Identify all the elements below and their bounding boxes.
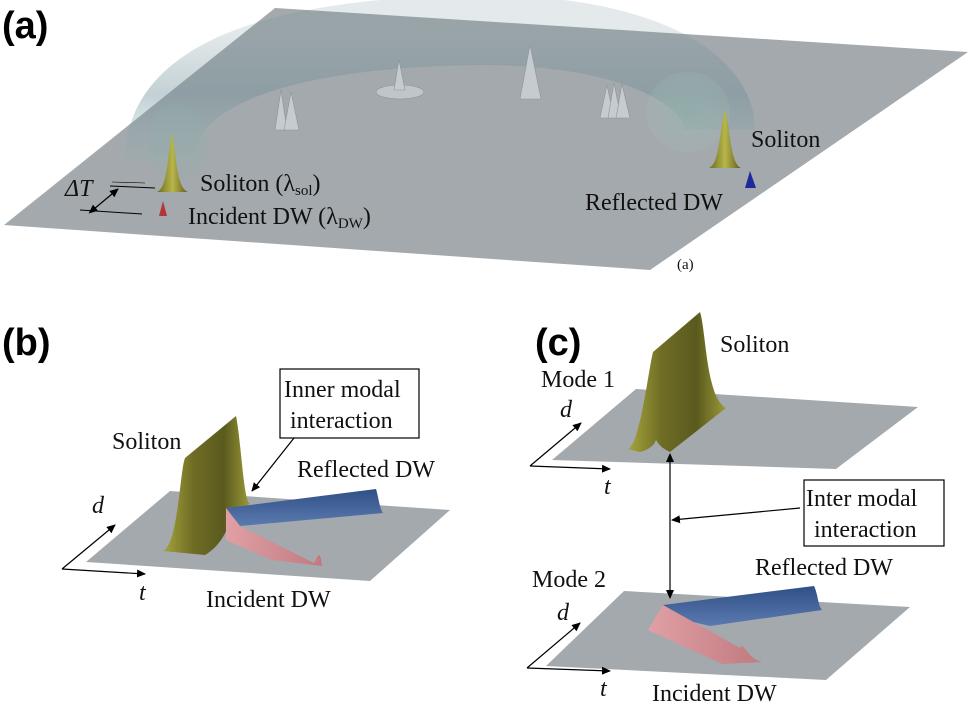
panel-b-annotation-box [279,368,420,439]
panel-b-axis-t [61,568,146,578]
panel-c-mode2-axis-t [526,666,611,675]
incident-dw-label: Incident DW (λDW) [188,204,371,232]
delta-t-arrow [88,188,119,214]
panel-b-label: (b) [2,322,51,364]
panel-a-label: (a) [2,5,48,47]
intermediate-peaks [274,44,631,131]
tube-end-cap [646,72,730,152]
peak-center [393,59,406,91]
panel-b: d t Inner modal interaction (b) Soliton … [2,322,450,613]
panel-c-box-line1: Inter modal [806,486,918,512]
panel-c-mode1-axis-t-label: t [604,474,612,500]
panel-c-box-line2: interaction [814,517,917,543]
panel-c-soliton-ridge [628,312,726,452]
panel-c-reflected-label: Reflected DW [755,555,893,581]
panel-c-reflected-dw [663,586,822,626]
reflected-dw-label: Reflected DW [585,190,723,216]
tube-start-cap [148,104,208,180]
panel-c-annotation-box [803,479,945,547]
panel-c-mode2-axis-t-label: t [600,676,608,702]
delta-t-line-top2 [111,181,146,184]
panel-b-axis-d-label: d [92,493,105,519]
panel-c-incident-label: Incident DW [652,681,777,707]
panel-b-box-line2: interaction [290,408,393,434]
panel-c-mode2-plane [546,591,910,680]
input-soliton-peak [157,133,188,192]
panel-b-incident-label: Incident DW [206,587,331,613]
panel-c-mode2-axis-d [526,622,581,669]
panel-c-incident-dw [648,605,762,664]
panel-c: d t d t Inter modal interaction (c) Soli… [526,312,945,707]
panel-c-soliton-label: Soliton [720,332,789,358]
panel-b-box-line1: Inner modal [284,377,401,403]
panel-b-incident-dw [226,508,322,566]
panel-b-axis-d [61,524,116,570]
output-soliton-peak [709,110,741,168]
peak-group-c [615,83,631,119]
panel-b-soliton-label: Soliton [112,429,181,455]
panel-c-mode1-axis-d-label: d [560,397,573,423]
input-soliton-label: Soliton (λsol) [200,171,321,199]
output-soliton-label: Soliton [751,127,820,153]
delta-t-line-top [109,185,156,189]
panel-b-reflected-dw [226,489,383,526]
incident-dw-peak [159,201,167,216]
panel-a: (a) ΔT Soliton (λsol) Incident DW (λDW) … [2,0,968,273]
peak-tall [519,44,542,100]
panel-c-mode1-label: Mode 1 [541,367,615,393]
panel-b-axis-t-label: t [139,580,147,606]
panel-c-annotation-arrow [671,507,801,524]
panel-c-mode2-label: Mode 2 [532,567,606,593]
panel-c-mode2-axis-d-label: d [557,600,570,626]
delta-t-label: ΔT [64,176,94,202]
panel-c-mode1-axis-t [529,464,611,473]
panel-c-label: (c) [535,322,581,364]
panel-b-annotation-arrow [251,437,295,492]
panel-c-mode1-plane [552,389,918,469]
peak-pair-1b [283,91,300,131]
peak-pair-1 [274,89,288,131]
reflected-dw-peak [745,171,756,188]
panel-a-inner-tag: (a) [677,257,694,273]
panel-c-mode1-axis-d [529,422,582,467]
panel-b-reflected-label: Reflected DW [297,457,435,483]
